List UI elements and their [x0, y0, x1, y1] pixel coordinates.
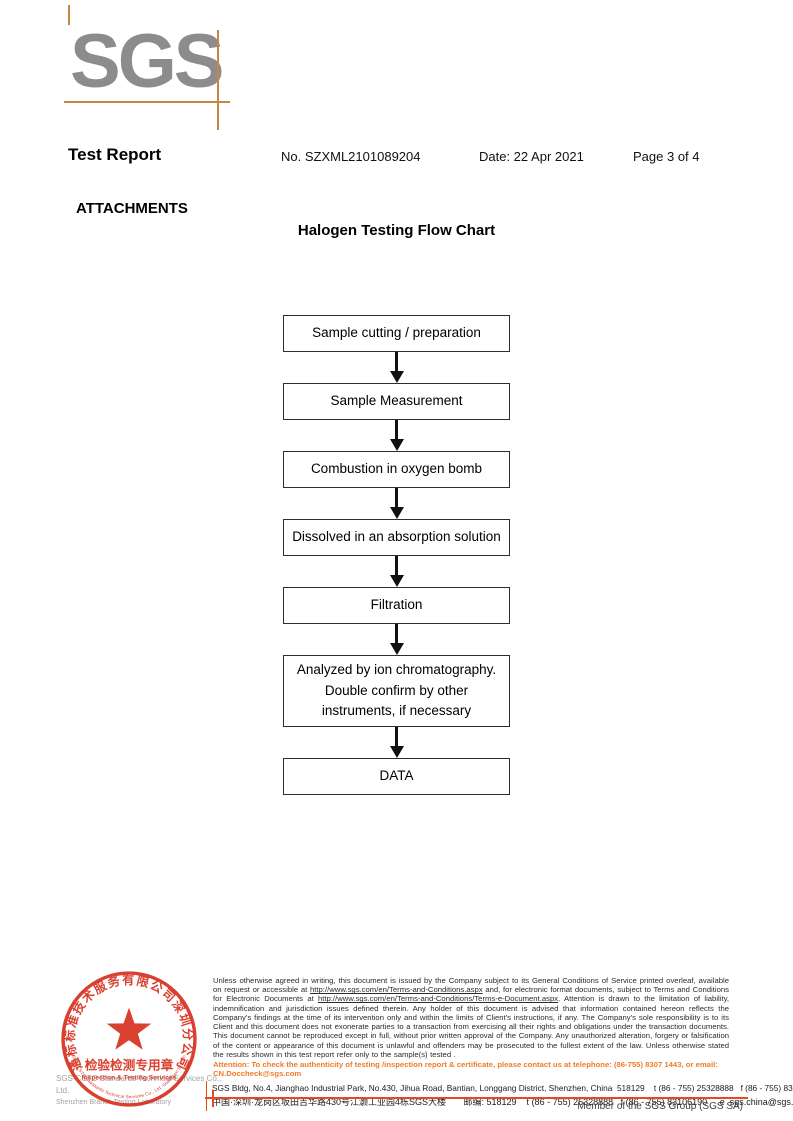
crop-mark [68, 5, 70, 25]
flow-step-analysis: Analyzed by ion chromatography. Double c… [283, 655, 510, 727]
flow-step-combustion: Combustion in oxygen bomb [283, 451, 510, 488]
sgs-member-line: Member of the SGS Group (SGS SA) [577, 1101, 743, 1112]
down-arrow-icon [389, 556, 404, 587]
disclaimer-segment: and, for electronic format documents, su… [213, 985, 729, 1004]
flow-step-dissolved: Dissolved in an absorption solution [283, 519, 510, 556]
address-block: SGS Bldg, No.4, Jianghao Industrial Park… [206, 1080, 793, 1111]
stamp-center-text-cn: 检验检测专用章 [85, 1057, 174, 1072]
flow-step-filtration: Filtration [283, 587, 510, 624]
disclaimer-segment: . Attention is drawn to the limitation o… [213, 994, 729, 1059]
inspection-testing-stamp-icon: 通标标准技术服务有限公司深圳分公司 SGS-CSTC Standards Tec… [58, 968, 200, 1110]
down-arrow-icon [389, 352, 404, 383]
stamp-center-text-en: Inspection & Testing Services [82, 1075, 177, 1082]
attachments-heading: ATTACHMENTS [76, 200, 188, 217]
footer-crop-mark [212, 1090, 214, 1107]
logo-crosshair-vertical [217, 30, 219, 130]
attention-notice: Attention: To check the authenticity of … [213, 1060, 718, 1079]
report-number: No. SZXML2101089204 [281, 149, 421, 164]
logo-crosshair-horizontal [64, 101, 230, 103]
down-arrow-icon [389, 624, 404, 655]
flowchart-title: Halogen Testing Flow Chart [297, 222, 496, 239]
footer-divider [205, 1097, 748, 1099]
flow-step-sample-measurement: Sample Measurement [283, 383, 510, 420]
disclaimer-segment: Unless otherwise agreed in writing, this… [213, 976, 729, 995]
down-arrow-icon [389, 727, 404, 758]
report-date: Date: 22 Apr 2021 [479, 149, 584, 164]
flow-step-sample-cutting: Sample cutting / preparation [283, 315, 510, 352]
sgs-logo: SGS [70, 19, 224, 104]
page-number: Page 3 of 4 [633, 149, 700, 164]
down-arrow-icon [389, 420, 404, 451]
down-arrow-icon [389, 488, 404, 519]
terms-url: http://www.sgs.com/en/Terms-and-Conditio… [309, 985, 483, 995]
disclaimer-text: Unless otherwise agreed in writing, this… [213, 976, 729, 1059]
halogen-testing-flowchart: Sample cutting / preparation Sample Meas… [283, 315, 510, 795]
flow-step-data: DATA [283, 758, 510, 795]
address-line-english: SGS Bldg, No.4, Jianghao Industrial Park… [212, 1082, 793, 1093]
laboratory-name-line1: SGS-CSTC Standards Technical Services Co… [56, 1074, 222, 1095]
terms-url: http://www.sgs.com/en/Terms-and-Conditio… [317, 994, 559, 1004]
report-title: Test Report [68, 145, 162, 164]
footer-text-block: Unless otherwise agreed in writing, this… [206, 976, 793, 1111]
star-icon [106, 1007, 152, 1050]
address-line-chinese: 中国·深圳·龙岗区坂田吉华路430号江灏工业园4栋SGS大楼 邮编: 51812… [212, 1097, 793, 1108]
